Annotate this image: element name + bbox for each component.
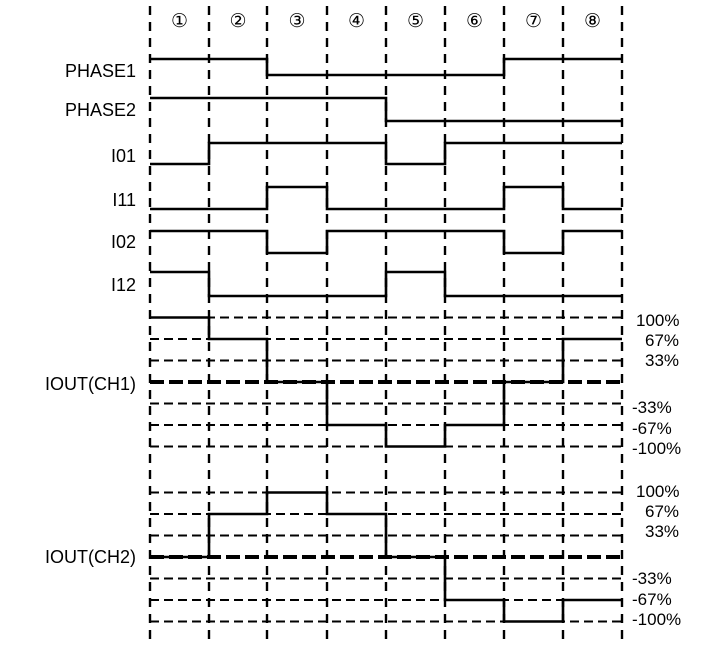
phase-label-4: ④ [348,10,365,32]
output-label-ch2: IOUT(CH2) [45,547,136,567]
waveform-phase2 [150,96,622,123]
scale-label-ch1-neg100: -100% [632,439,681,458]
waveforms [150,57,622,623]
percent-scale-ch1: 100% 67% 33% -33% -67% -100% [632,311,681,458]
signal-label-i12: I12 [111,275,136,295]
waveform-i12 [150,270,622,298]
scale-label-ch2-neg67: -67% [632,590,672,609]
phase-header: ① ② ③ ④ ⑤ ⑥ ⑦ ⑧ [171,10,601,32]
waveform-i11 [150,185,622,211]
phase-label-3: ③ [288,10,305,32]
scale-label-ch2-67: 67% [645,502,679,521]
phase-label-2: ② [229,10,246,32]
signal-label-i01: I01 [111,146,136,166]
waveform-iout-ch2 [150,491,622,623]
signal-label-i02: I02 [111,232,136,252]
scale-label-ch1-neg67: -67% [632,419,672,438]
scale-label-ch1-100: 100% [636,311,679,330]
output-label-ch1: IOUT(CH1) [45,374,136,394]
percent-scales: 100% 67% 33% -33% -67% -100% 100% 67% 33… [632,311,681,629]
phase-label-7: ⑦ [525,10,542,32]
scale-label-ch2-neg100: -100% [632,610,681,629]
scale-label-ch2-33: 33% [645,522,679,541]
phase-label-8: ⑧ [584,10,601,32]
signal-label-phase2: PHASE2 [65,100,136,120]
signal-label-i11: I11 [112,190,136,210]
phase-label-1: ① [171,10,188,32]
signal-labels: PHASE1 PHASE2 I01 I11 I02 I12 IOUT(CH1) … [45,61,136,567]
waveform-iout-ch1 [150,316,622,448]
scale-label-ch2-100: 100% [636,482,679,501]
phase-label-5: ⑤ [407,10,424,32]
waveform-i01 [150,141,622,166]
scale-label-ch1-33: 33% [645,351,679,370]
signal-label-phase1: PHASE1 [65,61,136,81]
waveform-i02 [150,229,622,255]
waveform-phase1 [150,57,622,77]
scale-label-ch1-67: 67% [645,331,679,350]
scale-label-ch1-neg33: -33% [632,398,672,417]
scale-label-ch2-neg33: -33% [632,569,672,588]
phase-label-6: ⑥ [466,10,483,32]
percent-scale-ch2: 100% 67% 33% -33% -67% -100% [632,482,681,629]
